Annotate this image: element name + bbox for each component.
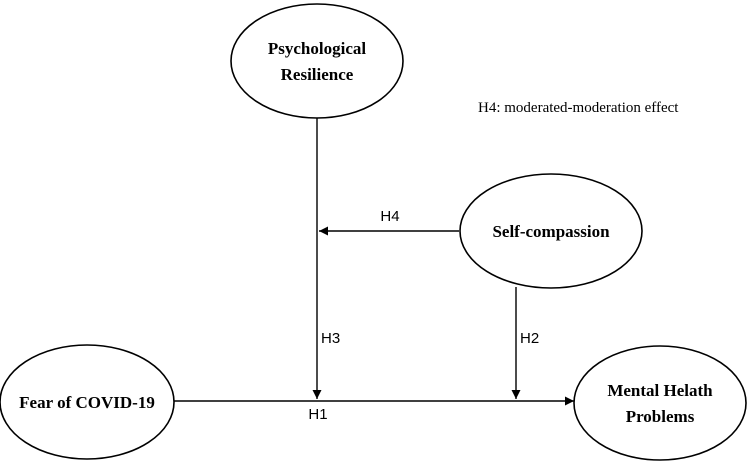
h4-label: H4 [380,208,399,225]
node-psychological-resilience: Psychological Resilience [230,3,404,119]
node-self-compassion: Self-compassion [459,173,643,289]
self-compassion-ellipse [459,173,643,289]
fear-of-covid-ellipse [0,344,175,460]
psychological-resilience-label-line1: Psychological [268,39,366,58]
psychological-resilience-label-line2: Resilience [281,65,354,84]
node-mental-health-problems: Mental Helath Problems [573,345,747,461]
moderation-note: H4: moderated-moderation effect [478,100,679,116]
mental-health-problems-label-line2: Problems [626,407,695,426]
psychological-resilience-ellipse [230,3,404,119]
mental-health-problems-ellipse [573,345,747,461]
h3-label: H3 [321,330,340,347]
h1-label: H1 [308,406,327,423]
node-fear-of-covid: Fear of COVID-19 [0,344,175,460]
fear-of-covid-label: Fear of COVID-19 [19,393,155,412]
h2-label: H2 [520,330,539,347]
self-compassion-label: Self-compassion [492,222,610,241]
mental-health-problems-label-line1: Mental Helath [607,381,713,400]
